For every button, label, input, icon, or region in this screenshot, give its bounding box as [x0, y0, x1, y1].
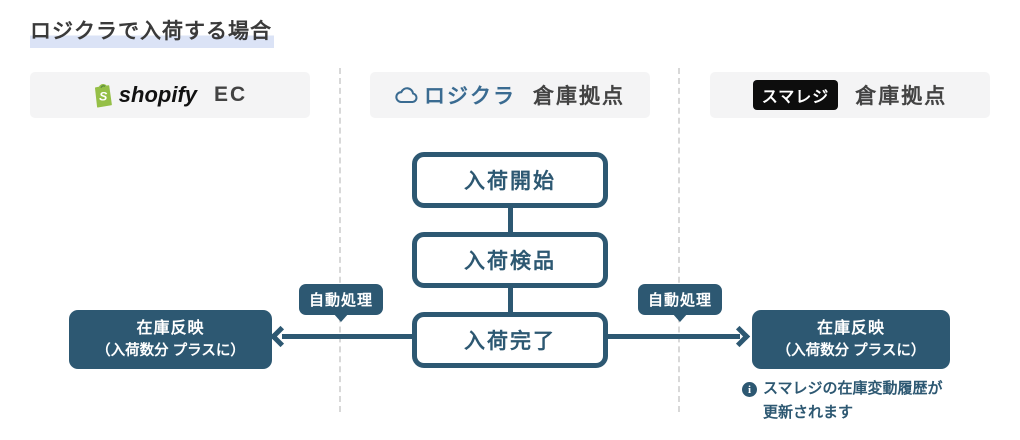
- auto-process-badge-right-tail: [672, 313, 688, 322]
- stock-update-box-smaregi: 在庫反映 （入荷数分 プラスに）: [752, 310, 950, 369]
- arrowhead-left-icon: [269, 325, 292, 348]
- smaregi-history-note: i スマレジの在庫変動履歴が 更新されます: [742, 377, 992, 425]
- stock-update-detail: （入荷数分 プラスに）: [776, 342, 926, 359]
- stock-update-box-shopify: 在庫反映 （入荷数分 プラスに）: [69, 310, 272, 369]
- stock-update-title: 在庫反映: [136, 320, 205, 338]
- cloud-icon: [395, 86, 419, 104]
- auto-process-badge-left-tail: [333, 313, 349, 322]
- note-text: スマレジの在庫変動履歴が 更新されます: [763, 377, 943, 425]
- logikura-logo: ロジクラ: [395, 80, 516, 110]
- info-icon: i: [742, 382, 757, 397]
- flow-step-receive-complete: 入荷完了: [412, 312, 608, 368]
- flow-step-receive-inspect: 入荷検品: [412, 232, 608, 288]
- column-divider-right: [678, 68, 680, 412]
- auto-process-badge-left: 自動処理: [299, 284, 384, 315]
- header-label-warehouse-smaregi: 倉庫拠点: [855, 85, 948, 108]
- column-header-smaregi: スマレジ 倉庫拠点: [710, 72, 990, 118]
- page-title: ロジクラで入荷する場合: [30, 15, 274, 48]
- note-line-2: 更新されます: [763, 404, 854, 421]
- shopify-bag-icon: S: [93, 83, 114, 108]
- flow-connector-1: [508, 208, 513, 234]
- stock-update-detail: （入荷数分 プラスに）: [96, 342, 245, 359]
- arrowhead-right-icon: [728, 325, 751, 348]
- stock-update-title: 在庫反映: [816, 320, 885, 338]
- auto-process-badge-right: 自動処理: [638, 284, 723, 315]
- column-header-shopify-ec: S shopify EC: [30, 72, 310, 118]
- column-header-logikura: ロジクラ 倉庫拠点: [370, 72, 650, 118]
- arrow-line-left: [282, 334, 412, 339]
- column-divider-left: [339, 68, 341, 412]
- svg-text:S: S: [99, 89, 108, 103]
- logikura-wordmark: ロジクラ: [424, 85, 516, 108]
- flow-connector-2: [508, 288, 513, 314]
- note-line-1: スマレジの在庫変動履歴が: [763, 380, 943, 397]
- shopify-wordmark: shopify: [118, 82, 198, 107]
- header-label-ec: EC: [214, 83, 248, 106]
- header-label-warehouse-logikura: 倉庫拠点: [533, 85, 625, 108]
- shopify-logo: S shopify: [93, 82, 197, 108]
- smaregi-logo-badge: スマレジ: [752, 80, 839, 110]
- arrow-line-right: [608, 334, 740, 339]
- flow-step-receive-start: 入荷開始: [412, 152, 608, 208]
